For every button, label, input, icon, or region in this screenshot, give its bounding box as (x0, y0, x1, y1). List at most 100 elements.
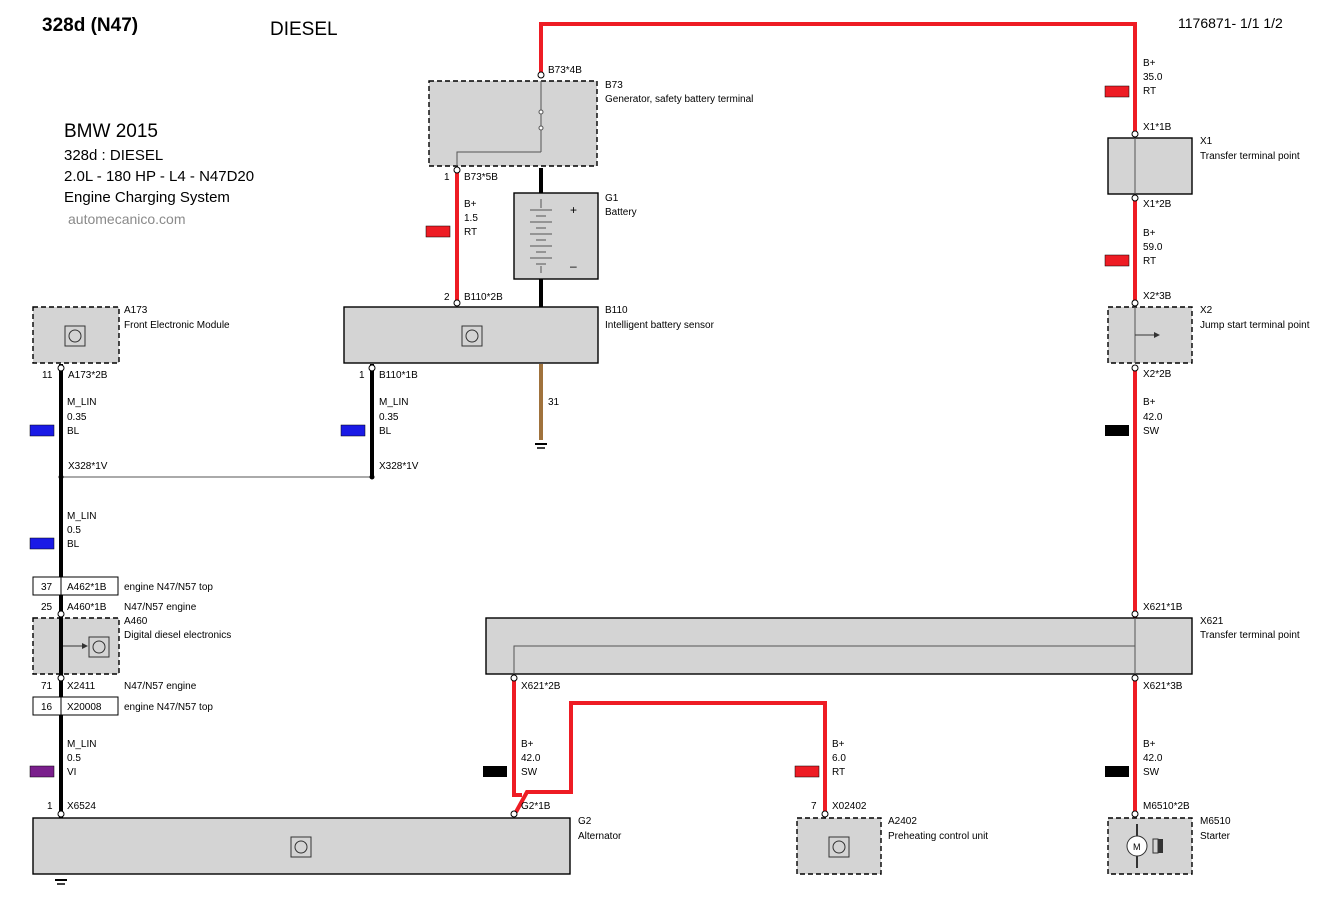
spec-x621-g2-color: SW (521, 767, 538, 778)
g2-module-icon (290, 836, 312, 858)
m6510-name: Starter (1200, 831, 1231, 842)
spec-top-x1-color: RT (1143, 86, 1156, 97)
pin-b73-5b-number: 1 (444, 172, 450, 183)
component-a460: A460 Digital diesel electronics (32, 616, 231, 675)
motor-letter: M (1133, 842, 1141, 852)
component-g1: + – G1 Battery (513, 192, 637, 280)
document-reference: 1176871- 1/1 1/2 (1178, 15, 1283, 31)
pin-b110-2b (453, 299, 461, 307)
label-x2-2b: X2*2B (1143, 369, 1172, 380)
model-title: 328d (N47) (42, 15, 138, 36)
x1-code: X1 (1200, 136, 1213, 147)
label-a460-1b-desc: N47/N57 engine (124, 602, 197, 613)
pin-x2411 (57, 674, 65, 682)
spec-x621-g2-signal: B+ (521, 739, 534, 750)
pin-a460-1b-number: 25 (41, 602, 53, 613)
label-x1-1b: X1*1B (1143, 122, 1172, 133)
pin-x2-3b (1131, 299, 1139, 307)
spec-a460-g2-color: VI (67, 767, 76, 778)
component-b73: B73 Generator, safety battery terminal (428, 80, 753, 167)
a173-box (32, 306, 120, 364)
pin-a460-1b (57, 610, 65, 618)
pin-a462-number: 37 (41, 582, 53, 593)
info-model-fuel: 328d : DIESEL (64, 147, 163, 164)
spec-top-x1-size: 35.0 (1143, 72, 1163, 83)
pin-x6524-number: 1 (47, 801, 53, 812)
component-x621: X621 Transfer terminal point (485, 616, 1300, 675)
g2-code: G2 (578, 816, 592, 827)
pin-x621-1b (1131, 610, 1139, 618)
b73-code: B73 (605, 80, 623, 91)
watermark: automecanico.com (68, 211, 186, 227)
a460-module-icon-circle (92, 640, 106, 654)
label-b73-4b: B73*4B (548, 65, 582, 76)
label-x328-left: X328*1V (68, 461, 108, 472)
spec-x2-x621-size: 42.0 (1143, 412, 1163, 423)
pin-m6510-2b (1131, 810, 1139, 818)
label-a460-1b: A460*1B (67, 602, 107, 613)
label-g2-1b: G2*1B (521, 801, 551, 812)
spec-a2402-signal: B+ (832, 739, 845, 750)
spec-m6510-color: SW (1143, 767, 1160, 778)
x621-internal-branch (513, 645, 1135, 674)
a2402-code: A2402 (888, 816, 917, 827)
m6510-code: M6510 (1200, 816, 1231, 827)
pin-x1-1b (1131, 130, 1139, 138)
starter-motor-icon (1126, 835, 1148, 857)
swatch-x1-x2 (1104, 254, 1130, 267)
label-b110-2b: B110*2B (464, 292, 503, 303)
wire-x621-to-g2 (512, 675, 522, 797)
pin-a173-2b-number: 11 (42, 370, 53, 381)
label-x1-2b: X1*2B (1143, 199, 1172, 210)
ground-symbols (55, 443, 547, 885)
label-a173-2b: A173*2B (68, 370, 108, 381)
swatch-top-x1 (1104, 85, 1130, 98)
pin-x02402 (821, 810, 829, 818)
splice-dots (58, 474, 375, 480)
spec-x2-x621-signal: B+ (1143, 397, 1156, 408)
label-x621-3b: X621*3B (1143, 681, 1183, 692)
spec-a460-g2-size: 0.5 (67, 753, 81, 764)
spec-a2402-size: 6.0 (832, 753, 846, 764)
spec-b110-lin-signal: M_LIN (379, 397, 408, 408)
spec-a173-color: BL (67, 426, 80, 437)
spec-x1-x2-size: 59.0 (1143, 242, 1163, 253)
info-system: Engine Charging System (64, 189, 230, 206)
wire-specs: B+ 1.5 RT B+ 35.0 RT B+ 59.0 RT B+ 42.0 … (29, 58, 1163, 778)
x621-code: X621 (1200, 616, 1224, 627)
component-b110: B110 Intelligent battery sensor (343, 305, 715, 364)
pin-b110-1b (368, 364, 376, 372)
spec-a173-size: 0.35 (67, 412, 87, 423)
b110-module-icon (461, 325, 483, 347)
b73-contact-icon (538, 109, 544, 115)
spec-lin-a460-color: BL (67, 539, 80, 550)
label-x20008-desc: engine N47/N57 top (124, 702, 213, 713)
a460-module-icon (88, 636, 110, 658)
label-b110-1b: B110*1B (379, 370, 418, 381)
b110-box (343, 306, 599, 364)
m6510-box (1107, 817, 1193, 875)
spec-b73-b110-color: RT (464, 227, 477, 238)
b73-name: Generator, safety battery terminal (605, 94, 753, 105)
label-a462-desc: engine N47/N57 top (124, 582, 213, 593)
pin-x20008-number: 16 (41, 702, 53, 713)
label-x621-1b: X621*1B (1143, 602, 1183, 613)
spec-a173-signal: M_LIN (67, 397, 96, 408)
a173-name: Front Electronic Module (124, 320, 230, 331)
spec-m6510-size: 42.0 (1143, 753, 1163, 764)
g1-code: G1 (605, 193, 619, 204)
a173-module-icon (64, 325, 86, 347)
label-a462: A462*1B (67, 582, 107, 593)
spec-a460-g2-signal: M_LIN (67, 739, 96, 750)
label-x2-3b: X2*3B (1143, 291, 1172, 302)
a2402-box (796, 817, 882, 875)
component-a2402: A2402 Preheating control unit (796, 816, 988, 875)
b73-contact-icon-2 (538, 125, 544, 131)
pin-x02402-number: 7 (811, 801, 817, 812)
spec-x1-x2-color: RT (1143, 256, 1156, 267)
battery-icon (530, 199, 552, 273)
a460-arrowhead-icon (82, 643, 88, 649)
label-x328-right: X328*1V (379, 461, 419, 472)
x1-box (1107, 137, 1193, 195)
